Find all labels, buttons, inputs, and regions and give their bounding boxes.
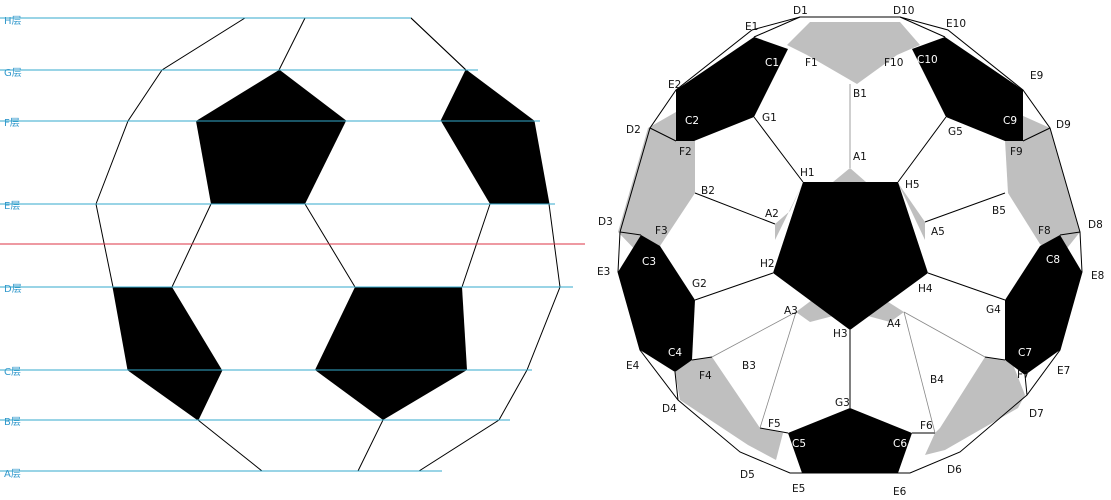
label-b2: B2 [701, 185, 715, 197]
label-g4: G4 [986, 304, 1001, 316]
label-f8: F8 [1038, 225, 1051, 237]
black-patch-top-right [441, 70, 549, 204]
label-f9: F9 [1010, 146, 1023, 158]
label-g5: G5 [948, 126, 963, 138]
gray-notch-a2 [775, 183, 803, 240]
gray-patch-top [787, 22, 920, 84]
layer-label-e: E层 [4, 200, 20, 212]
black-center-pentagon [773, 182, 928, 330]
label-c1: C1 [765, 57, 779, 69]
label-f4: F4 [699, 370, 712, 382]
label-g1: G1 [762, 112, 777, 124]
black-patch-c5-c6 [788, 408, 912, 473]
label-f1: F1 [805, 57, 818, 69]
label-c6: C6 [893, 438, 907, 450]
gray-patch-right [1005, 115, 1080, 257]
right-labeled-ball: D1 D10 E1 E10 E9 E2 C1 F1 F10 C10 B1 D2 … [597, 5, 1104, 498]
label-a4: A4 [887, 318, 901, 330]
gray-patch-bottom-left [675, 357, 783, 460]
label-h3: H3 [833, 328, 848, 340]
label-c10: C10 [917, 54, 938, 66]
label-b1: B1 [853, 88, 867, 100]
label-c3: C3 [642, 256, 656, 268]
label-e3: E3 [597, 266, 610, 278]
label-d1: D1 [793, 5, 808, 17]
label-h5: H5 [905, 179, 920, 191]
label-b4: B4 [930, 374, 944, 386]
gray-notch-a5 [898, 183, 925, 240]
black-patch-c3-c4 [618, 235, 695, 372]
label-d10: D10 [893, 5, 914, 17]
label-d2: D2 [626, 124, 641, 136]
label-a2: A2 [765, 208, 779, 220]
gray-notch-a4 [868, 300, 904, 322]
label-e10: E10 [946, 18, 966, 30]
label-a3: A3 [784, 305, 798, 317]
label-g3: G3 [835, 397, 850, 409]
label-e9: E9 [1030, 70, 1043, 82]
layer-label-d: D层 [4, 283, 22, 295]
label-h2: H2 [760, 258, 775, 270]
label-d4: D4 [662, 403, 677, 415]
label-c7: C7 [1018, 347, 1032, 359]
layer-label-g: G层 [4, 67, 22, 79]
label-h1: H1 [800, 167, 815, 179]
label-d8: D8 [1088, 219, 1103, 231]
label-d5: D5 [740, 469, 755, 481]
black-pentagon-bottom [315, 287, 467, 420]
label-e2: E2 [668, 79, 681, 91]
label-f2: F2 [679, 146, 692, 158]
label-b5: B5 [992, 205, 1006, 217]
label-a5: A5 [931, 226, 945, 238]
label-c8: C8 [1046, 254, 1060, 266]
label-e5: E5 [792, 483, 805, 495]
label-e1: E1 [745, 21, 758, 33]
label-c2: C2 [685, 115, 699, 127]
label-d9: D9 [1056, 119, 1071, 131]
label-f6: F6 [920, 420, 933, 432]
label-e7: E7 [1057, 365, 1070, 377]
label-c5: C5 [792, 438, 806, 450]
gray-patch-left [618, 112, 695, 257]
layer-label-a: A层 [4, 468, 21, 480]
label-e4: E4 [626, 360, 640, 372]
black-patch-c10-c9 [912, 37, 1023, 141]
label-b3: B3 [742, 360, 756, 372]
layer-label-f: F层 [4, 117, 20, 129]
label-c9: C9 [1003, 115, 1017, 127]
seams-right [619, 16, 1081, 434]
label-g2: G2 [692, 278, 707, 290]
black-patch-bottom-left [113, 287, 222, 420]
thin-seams-right [711, 84, 986, 434]
black-pentagon-top [196, 70, 346, 204]
label-e8: E8 [1091, 270, 1104, 282]
label-d3: D3 [598, 216, 613, 228]
label-f10: F10 [884, 57, 903, 69]
gray-patch-bottom-right [925, 357, 1025, 455]
label-c4: C4 [668, 347, 682, 359]
layer-label-c: C层 [4, 366, 21, 378]
layer-label-b: B层 [4, 416, 21, 428]
ball-outline-right [617, 16, 1083, 474]
layer-label-h: H层 [4, 15, 22, 27]
label-d6: D6 [947, 464, 962, 476]
label-a1: A1 [853, 151, 867, 163]
label-f7: F7 [1017, 369, 1030, 381]
label-f3: F3 [655, 225, 668, 237]
black-patch-c8-c7 [1005, 235, 1082, 375]
left-layered-ball: H层 G层 F层 E层 D层 C层 B层 A层 [0, 15, 585, 480]
black-patch-c1-c2 [676, 37, 788, 141]
gray-notch-a3 [796, 300, 833, 322]
label-e6: E6 [893, 486, 907, 498]
gray-notch-a1 [833, 168, 866, 182]
label-h4: H4 [918, 283, 933, 295]
label-f5: F5 [768, 418, 781, 430]
label-d7: D7 [1029, 408, 1044, 420]
